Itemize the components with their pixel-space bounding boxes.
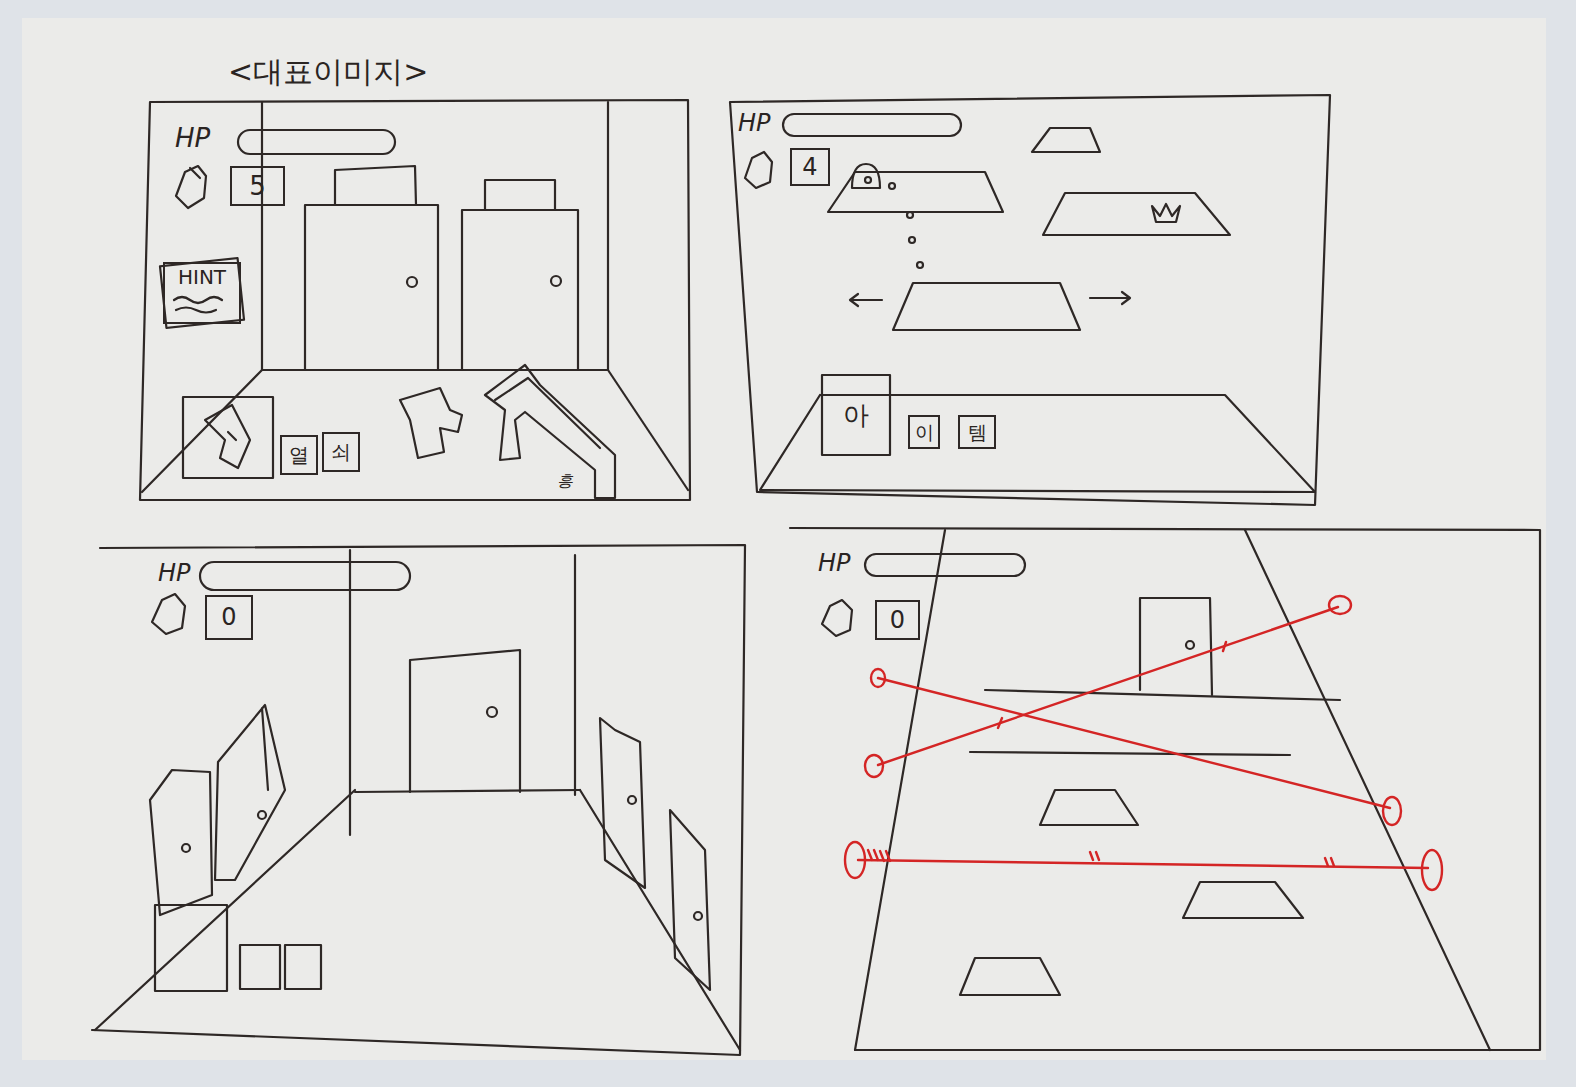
item-box: 이 (908, 415, 940, 449)
box-text: 쇠 (331, 441, 351, 463)
object-mark: 흥 (557, 472, 573, 490)
hp-label: HP (158, 560, 191, 586)
count-box: 5 (230, 166, 285, 206)
sketch-title: <대표이미지> (228, 52, 428, 93)
box-text: 4 (802, 154, 817, 180)
hp-label: HP (818, 550, 851, 576)
box-text: 열 (289, 444, 309, 466)
hint-box: HINT (163, 262, 241, 324)
box-text: 템 (968, 422, 987, 443)
box-text: 5 (249, 172, 266, 201)
hp-label: HP (738, 110, 771, 136)
box-text: 아 (843, 401, 869, 430)
count-box: 0 (875, 600, 920, 640)
box-text: 0 (221, 604, 236, 630)
item-box: 템 (958, 415, 996, 449)
count-box: 4 (790, 148, 830, 186)
box-text: 0 (890, 607, 905, 633)
item-box: 쇠 (322, 432, 360, 472)
count-box: 0 (205, 595, 253, 640)
box-text: HINT (178, 266, 226, 288)
hp-label: HP (175, 124, 210, 153)
box-text: 이 (915, 422, 934, 443)
item-box: 열 (280, 435, 318, 475)
item-box: 아 (822, 375, 890, 455)
